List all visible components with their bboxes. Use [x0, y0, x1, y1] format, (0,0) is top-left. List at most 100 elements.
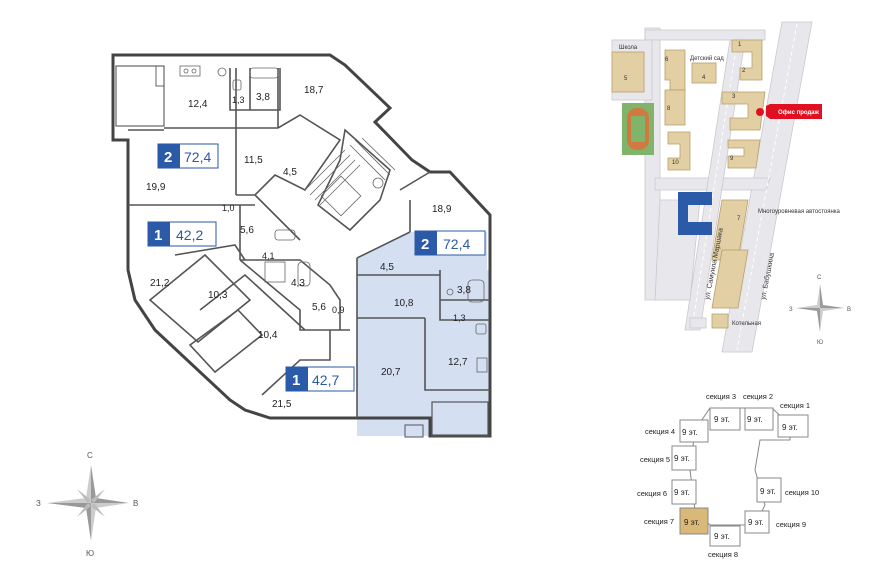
- section-block[interactable]: [671, 445, 697, 471]
- svg-text:3: 3: [732, 94, 736, 100]
- outer-wall: [111, 53, 492, 438]
- section-label: секция 5: [640, 455, 670, 464]
- section-label: секция 7: [644, 517, 674, 526]
- svg-text:9 эт.: 9 эт.: [760, 487, 776, 496]
- compass-small-west: З: [789, 307, 793, 313]
- compass-east-label: В: [133, 499, 138, 508]
- current-building[interactable]: [678, 192, 712, 235]
- section-label: секция 8: [708, 550, 738, 559]
- section-block[interactable]: [744, 510, 770, 534]
- boiler-label: Котельная: [732, 321, 761, 327]
- svg-text:9 эт.: 9 эт.: [714, 415, 730, 424]
- svg-text:9 эт.: 9 эт.: [674, 488, 690, 497]
- room-label: 3,8: [457, 285, 471, 296]
- room-label: 3,8: [256, 92, 270, 103]
- room-label: 0,9: [332, 305, 345, 315]
- building-numbers: 1 2 3 4 5 6 7 8 9 10: [624, 42, 746, 222]
- room-label: 18,7: [304, 85, 324, 96]
- apartment-badge-highlighted[interactable]: 2 72,4: [414, 230, 486, 256]
- svg-text:72,4: 72,4: [184, 149, 211, 165]
- room-label: 5,6: [312, 302, 326, 313]
- sales-office-marker[interactable]: [756, 108, 764, 116]
- section-block[interactable]: [709, 407, 741, 431]
- svg-text:9 эт.: 9 эт.: [714, 532, 730, 541]
- compass-rose-large: [47, 465, 129, 541]
- section-label: секция 3: [706, 392, 736, 401]
- compass-small-north: С: [817, 275, 822, 281]
- section-label: секция 6: [637, 489, 667, 498]
- room-label: 4,1: [262, 251, 275, 261]
- site-map: Школа 1 2 3 4 5 6 7 8 9: [611, 21, 841, 353]
- section-block[interactable]: [709, 525, 741, 547]
- svg-text:2: 2: [164, 149, 172, 166]
- section-block[interactable]: [671, 479, 697, 505]
- section-block[interactable]: [777, 414, 809, 438]
- compass-south-label: Ю: [86, 549, 94, 558]
- svg-text:7: 7: [737, 216, 741, 222]
- svg-text:1: 1: [154, 227, 162, 244]
- svg-text:9 эт.: 9 эт.: [674, 454, 690, 463]
- kindergarten-label: Детский сад: [690, 55, 724, 62]
- svg-text:10: 10: [672, 160, 679, 166]
- room-label: 1,3: [453, 313, 466, 323]
- fixtures: [179, 65, 488, 373]
- compass-small-south: Ю: [817, 340, 823, 346]
- compass-north-label: С: [87, 451, 93, 460]
- svg-text:9 эт.: 9 эт.: [682, 428, 698, 437]
- svg-text:42,7: 42,7: [312, 372, 339, 388]
- section-label: секция 2: [743, 392, 773, 401]
- svg-text:8: 8: [667, 106, 671, 112]
- section-block-current[interactable]: [679, 507, 709, 535]
- interior-walls: [128, 68, 490, 418]
- section-label: секция 10: [785, 488, 819, 497]
- svg-text:9 эт.: 9 эт.: [782, 423, 798, 432]
- section-block[interactable]: [679, 419, 709, 443]
- apartment-badge[interactable]: 1 42,2: [147, 221, 217, 247]
- apartment-badge[interactable]: 1 42,7: [285, 366, 355, 392]
- svg-text:2: 2: [742, 68, 746, 74]
- room-label: 4,5: [380, 262, 394, 273]
- svg-text:1: 1: [292, 372, 300, 389]
- room-label: 21,5: [272, 399, 292, 410]
- compass-west-label: З: [36, 499, 41, 508]
- room-label: 12,4: [188, 99, 208, 110]
- apartment-badge[interactable]: 2 72,4: [157, 143, 219, 169]
- svg-text:5: 5: [624, 76, 628, 82]
- room-label: 1,3: [232, 95, 245, 105]
- section-label: секция 1: [780, 401, 810, 410]
- svg-text:42,2: 42,2: [176, 227, 203, 243]
- room-label: 4,3: [291, 278, 305, 289]
- svg-text:1: 1: [738, 42, 742, 48]
- room-label: 4,5: [283, 167, 297, 178]
- buildings: [664, 39, 766, 309]
- room-label: 12,7: [448, 357, 468, 368]
- school-label: Школа: [619, 45, 638, 51]
- highlighted-apartment-fill[interactable]: [357, 232, 490, 436]
- svg-text:6: 6: [665, 57, 669, 63]
- compass-rose-small: [796, 284, 844, 332]
- room-label: 11,5: [244, 155, 263, 166]
- section-label: секция 9: [776, 520, 806, 529]
- svg-text:9 эт.: 9 эт.: [747, 415, 763, 424]
- room-label: 5,6: [240, 225, 254, 236]
- floor-plan: 12,4 1,3 3,8 18,7 11,5 4,5 19,9 1,0 5,6 …: [111, 53, 492, 438]
- svg-text:2: 2: [421, 236, 429, 253]
- sales-office-label: Офис продаж: [778, 109, 820, 116]
- svg-text:9: 9: [730, 156, 734, 162]
- room-label: 10,3: [208, 290, 228, 301]
- section-block[interactable]: [756, 477, 782, 503]
- section-block[interactable]: [744, 407, 774, 431]
- room-label: 21,2: [150, 278, 170, 289]
- svg-text:4: 4: [702, 75, 706, 81]
- sections-diagram: 9 эт. 9 эт. 9 эт. 9 эт. 9 эт. 9 эт. 9 эт…: [637, 392, 819, 559]
- room-label: 10,4: [258, 330, 278, 341]
- room-label: 19,9: [146, 182, 166, 193]
- room-label: 20,7: [381, 367, 401, 378]
- room-label: 10,8: [394, 298, 414, 309]
- section-label: секция 4: [645, 427, 675, 436]
- staircase: [304, 137, 396, 217]
- svg-text:9 эт.: 9 эт.: [684, 518, 700, 527]
- svg-text:72,4: 72,4: [443, 236, 470, 252]
- sales-office-tag[interactable]: [766, 104, 822, 119]
